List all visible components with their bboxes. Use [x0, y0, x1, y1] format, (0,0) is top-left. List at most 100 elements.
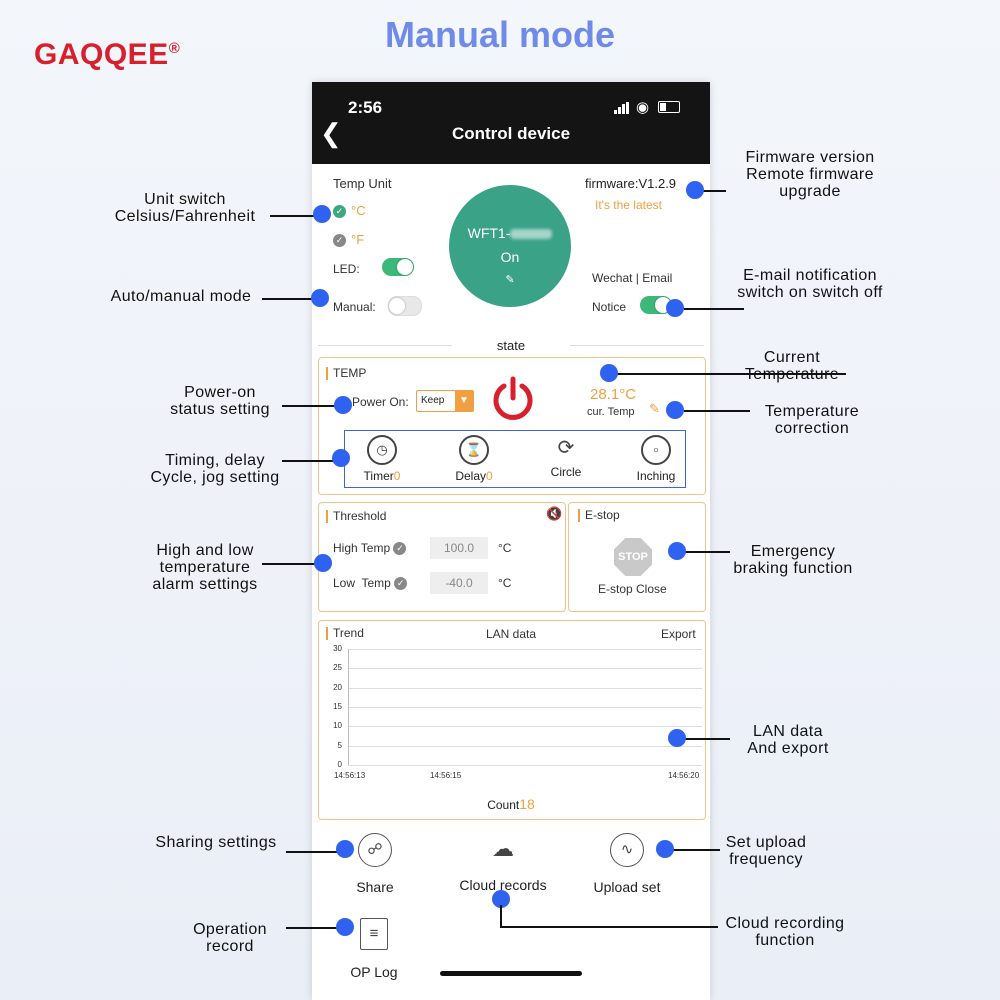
power-on-label: Power On:: [352, 395, 409, 409]
lan-data-label[interactable]: LAN data: [486, 627, 537, 641]
annotation-dot: [311, 289, 329, 307]
cloud-records-button[interactable]: ☁ Cloud records: [448, 833, 558, 893]
alarm-clock-icon: ◷: [367, 435, 397, 465]
high-temp-input[interactable]: 100.0: [430, 537, 488, 559]
home-indicator[interactable]: [440, 971, 582, 976]
stop-sign-icon[interactable]: STOP: [614, 538, 652, 576]
mode-timer[interactable]: ◷ Timer0: [347, 435, 417, 483]
nav-title: Control device: [451, 124, 571, 143]
edit-icon[interactable]: ✎: [505, 274, 515, 286]
annotation-line: [684, 308, 744, 310]
chart-grid-line: [348, 649, 702, 650]
annotation-line: [672, 849, 720, 851]
annotation-line: [700, 190, 726, 192]
annotation-dot: [492, 890, 510, 908]
annotation-high-low: High and low temperature alarm settings: [152, 542, 258, 593]
power-icon[interactable]: [490, 376, 536, 422]
annotation-dot: [656, 840, 674, 858]
mode-inching[interactable]: ▫ Inching: [621, 435, 691, 483]
annotation-line: [262, 298, 316, 300]
low-temp-input[interactable]: -40.0: [430, 572, 488, 594]
firmware-status[interactable]: It's the latest: [595, 198, 662, 212]
manual-toggle[interactable]: [388, 296, 422, 316]
annotation-line: [286, 927, 338, 929]
chart-y-tick-label: 10: [333, 721, 342, 731]
status-icons: ◉: [614, 99, 688, 116]
mode-delay[interactable]: ⌛ Delay0: [439, 435, 509, 483]
high-temp-label: High Temp ✓: [333, 541, 411, 556]
annotation-line: [262, 563, 320, 565]
chart-y-axis: [348, 649, 349, 765]
annotation-line: [684, 410, 750, 412]
unit-fahrenheit-option[interactable]: ✓°F: [333, 232, 364, 248]
annotation-line: [282, 405, 342, 407]
annotation-upload-freq: Set upload frequency: [725, 834, 807, 868]
mode-circle[interactable]: ⟳ Circle: [550, 437, 582, 479]
pencil-icon[interactable]: ✎: [649, 401, 660, 416]
state-label: state: [496, 338, 526, 353]
notice-label: Notice: [592, 300, 627, 314]
annotation-power-on: Power-on status setting: [170, 384, 270, 418]
annotation-dot: [666, 401, 684, 419]
device-id-blurred: [510, 229, 553, 240]
annotation-timing: Timing, delay Cycle, jog setting: [150, 452, 280, 486]
current-temp-value: 28.1°C: [590, 386, 637, 403]
cloud-globe-icon: ☁: [492, 836, 514, 861]
power-on-select[interactable]: Keep▼: [416, 390, 474, 412]
check-icon: ✓: [394, 577, 408, 591]
count-display: Count18: [312, 796, 710, 812]
annotation-line: [282, 460, 338, 462]
manual-label: Manual:: [333, 300, 376, 314]
chart-x-tick-label: 14:56:13: [334, 771, 366, 780]
chart-grid-line: [348, 765, 702, 766]
op-log-button[interactable]: ≡ OP Log: [346, 918, 402, 980]
state-divider: [312, 345, 710, 346]
annotation-dot: [600, 364, 618, 382]
chart-y-tick-label: 5: [337, 740, 342, 750]
annotation-dot: [336, 840, 354, 858]
annotation-temp-correction: Temperature correction: [764, 403, 860, 437]
annotation-lan: LAN data And export: [747, 723, 829, 757]
status-time: 2:56: [348, 98, 383, 117]
upload-set-button[interactable]: ∿ Upload set: [584, 833, 670, 895]
firmware-version: firmware:V1.2.9: [585, 176, 677, 191]
estop-label: E-stop Close: [598, 582, 667, 596]
annotation-dot: [686, 181, 704, 199]
wechat-option[interactable]: Wechat: [592, 271, 633, 285]
modes-box: ◷ Timer0 ⌛ Delay0 ⟳ Circle ▫ Inching: [344, 430, 686, 488]
back-chevron-icon[interactable]: ❮: [320, 118, 342, 148]
annotation-dot: [334, 396, 352, 414]
annotation-dot: [313, 205, 331, 223]
chart-grid-line: [348, 707, 702, 708]
lock-icon: ▫: [641, 435, 671, 465]
temp-unit-label: Temp Unit: [333, 176, 392, 191]
device-status-circle[interactable]: WFT1- On ✎: [449, 185, 571, 307]
low-temp-label: Low Temp ✓: [333, 576, 412, 591]
annotation-operation: Operation record: [193, 921, 267, 955]
cycle-arrows-icon: ⟳: [557, 437, 575, 459]
cur-temp-label: cur. Temp: [587, 406, 635, 418]
notify-channels: Wechat | Email: [592, 271, 673, 285]
annotation-dot: [314, 554, 332, 572]
mute-speaker-icon[interactable]: 🔇: [546, 506, 563, 521]
annotation-line: [270, 215, 320, 217]
annotation-unit-switch: Unit switch Celsius/Fahrenheit: [114, 191, 256, 225]
annotation-line: [500, 926, 718, 928]
annotation-dot: [332, 449, 350, 467]
status-bar: 2:56 ◉ ❮ Control device: [312, 82, 710, 164]
share-button[interactable]: ☍ Share: [350, 833, 400, 895]
led-toggle[interactable]: [382, 258, 414, 276]
export-button[interactable]: Export: [661, 627, 696, 641]
trend-title: Trend: [326, 627, 364, 640]
signal-icon: [614, 96, 630, 114]
annotation-line: [684, 738, 730, 740]
annotation-email: E-mail notification switch on switch off: [737, 267, 883, 301]
temp-panel-title: TEMP: [326, 367, 366, 380]
headline: Manual mode: [384, 14, 616, 55]
chart-y-tick-label: 25: [333, 663, 342, 673]
trend-panel: [318, 620, 706, 820]
unit-celsius-option[interactable]: ✓°C: [333, 203, 366, 219]
chart-y-tick-label: 30: [333, 644, 342, 653]
email-option[interactable]: Email: [642, 271, 673, 285]
annotation-sharing: Sharing settings: [155, 834, 277, 851]
